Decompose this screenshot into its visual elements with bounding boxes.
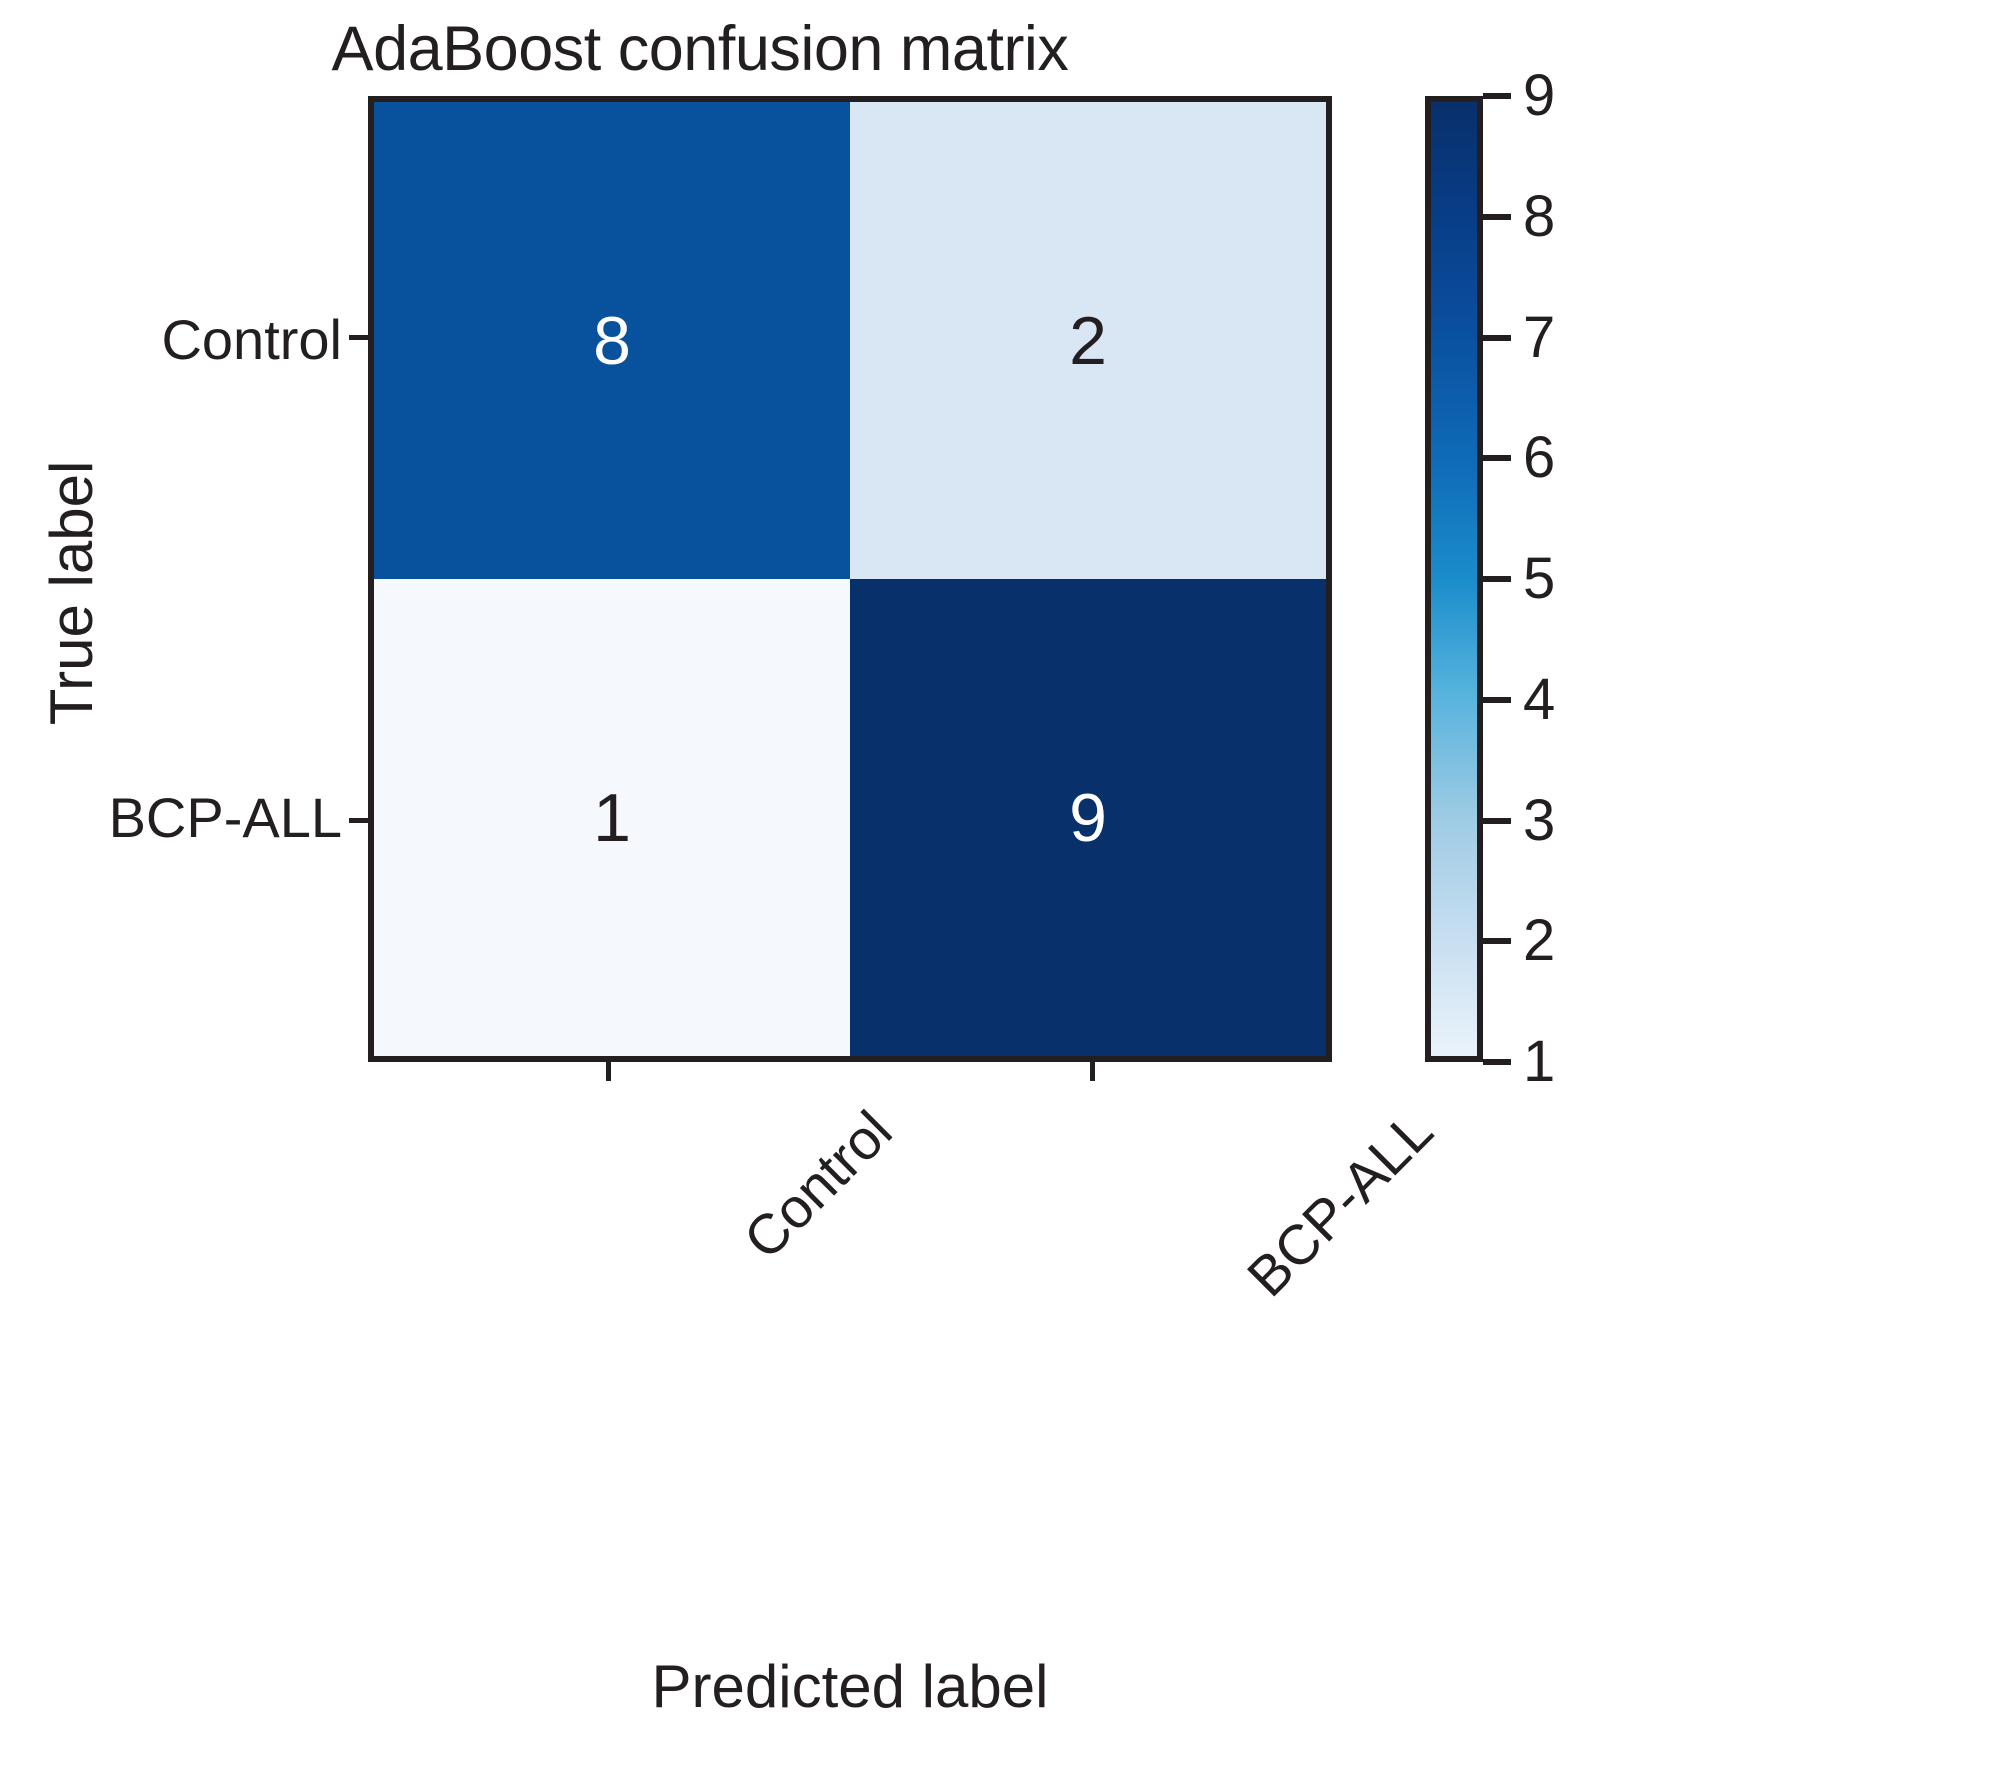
colorbar-tick-label-2: 2 bbox=[1523, 908, 1556, 974]
colorbar-tick-label-1: 1 bbox=[1523, 1029, 1556, 1094]
matrix-plot-area: 8 2 1 9 bbox=[368, 96, 1332, 1062]
colorbar-tick-label-4: 4 bbox=[1523, 666, 1556, 732]
matrix-grid: 8 2 1 9 bbox=[374, 102, 1326, 1056]
cell-value: 1 bbox=[593, 779, 631, 856]
colorbar-tick-label-8: 8 bbox=[1523, 183, 1556, 249]
y-tick-label-control: Control bbox=[161, 308, 342, 371]
cell-value: 2 bbox=[1069, 302, 1107, 379]
colorbar-tick-mark-3 bbox=[1483, 817, 1511, 824]
colorbar-tick-mark-6 bbox=[1483, 455, 1511, 462]
y-tick-label-bcpall: BCP-ALL bbox=[108, 786, 342, 849]
colorbar-tick-label-5: 5 bbox=[1523, 546, 1556, 611]
colorbar-tick-mark-8 bbox=[1483, 213, 1511, 220]
colorbar-gradient bbox=[1431, 102, 1477, 1056]
cell-value: 9 bbox=[1069, 779, 1107, 856]
x-tick-label-control: Control bbox=[731, 1098, 904, 1271]
matrix-cell-bcpall-bcpall[interactable]: 9 bbox=[850, 579, 1326, 1056]
matrix-cell-control-bcpall[interactable]: 2 bbox=[850, 102, 1326, 579]
colorbar-tick-mark-5 bbox=[1483, 576, 1511, 582]
colorbar-tick-label-9: 9 bbox=[1523, 63, 1556, 128]
x-tick-mark-control bbox=[606, 1062, 611, 1081]
colorbar-tick-mark-4 bbox=[1483, 696, 1511, 703]
cell-value: 8 bbox=[593, 302, 631, 379]
chart-title: AdaBoost confusion matrix bbox=[331, 14, 1069, 84]
matrix-cell-control-control[interactable]: 8 bbox=[374, 102, 850, 579]
y-axis-title: True label bbox=[38, 460, 105, 726]
colorbar-tick-mark-2 bbox=[1483, 938, 1511, 945]
colorbar-tick-mark-7 bbox=[1483, 334, 1511, 341]
colorbar-tick-label-3: 3 bbox=[1523, 787, 1556, 853]
colorbar-tick-mark-1 bbox=[1483, 1059, 1511, 1065]
colorbar[interactable] bbox=[1425, 96, 1483, 1062]
matrix-cell-bcpall-control[interactable]: 1 bbox=[374, 579, 850, 1056]
colorbar-tick-label-7: 7 bbox=[1523, 304, 1556, 370]
y-tick-mark-control bbox=[349, 335, 368, 340]
x-tick-mark-bcpall bbox=[1090, 1062, 1095, 1081]
y-tick-mark-bcpall bbox=[349, 818, 368, 823]
colorbar-tick-label-6: 6 bbox=[1523, 425, 1556, 491]
colorbar-tick-mark-9 bbox=[1483, 93, 1511, 99]
x-tick-label-bcpall: BCP-ALL bbox=[1234, 1098, 1445, 1309]
x-axis-title: Predicted label bbox=[651, 1653, 1049, 1720]
